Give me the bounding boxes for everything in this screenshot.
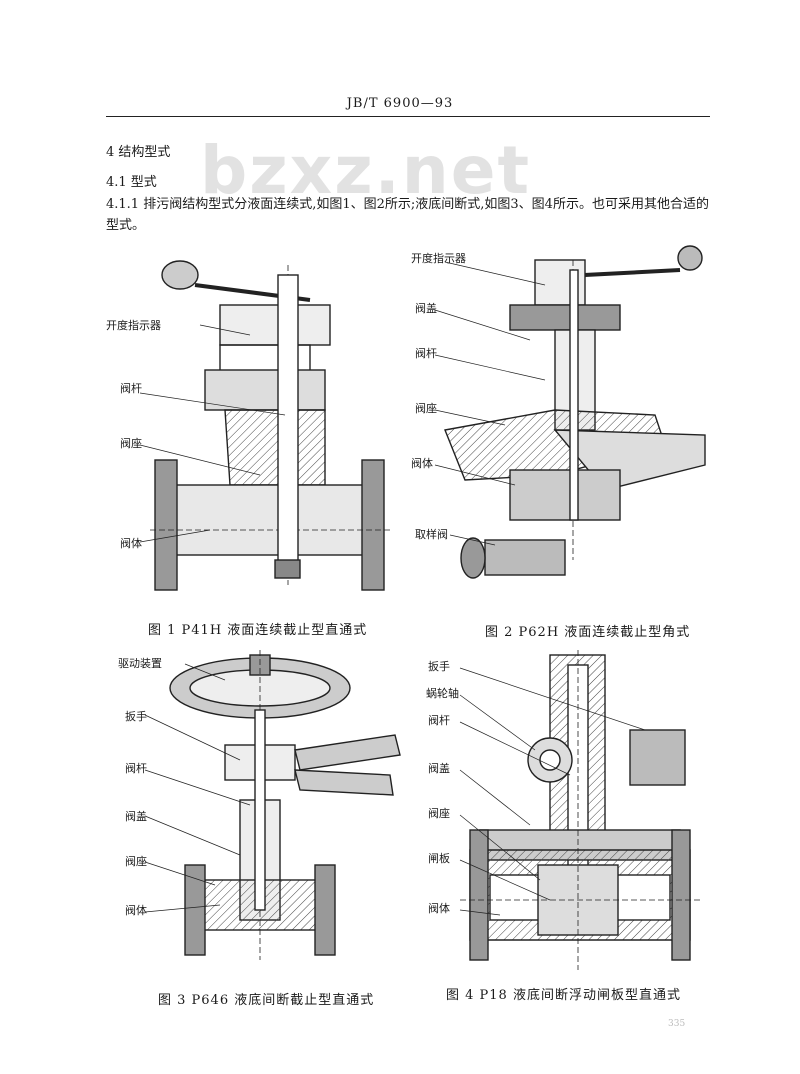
fig3-label-3: 阀杆 <box>125 762 147 775</box>
figure-1: 开度指示器 阀杆 阀座 阀体 <box>100 245 400 625</box>
fig4-label-6: 闸板 <box>428 852 450 865</box>
fig4-label-1: 扳手 <box>428 660 450 673</box>
figure-4-caption: 图 4 P18 液底间断浮动闸板型直通式 <box>446 988 681 1003</box>
figure-1-caption: 图 1 P41H 液面连续截止型直通式 <box>148 623 368 638</box>
fig3-label-4: 阀盖 <box>125 810 147 823</box>
fig4-label-5: 阀座 <box>428 807 450 820</box>
fig1-label-1: 开度指示器 <box>106 319 161 332</box>
fig1-label-3: 阀座 <box>120 437 142 450</box>
fig3-label-6: 阀体 <box>125 904 147 917</box>
fig2-label-4: 阀座 <box>415 402 437 415</box>
fig2-label-1: 开度指示器 <box>411 252 466 265</box>
watermark: bzxz.net <box>200 132 532 209</box>
figure-3: 驱动装置 扳手 阀杆 阀盖 阀座 阀体 <box>105 650 415 980</box>
fig4-label-3: 阀杆 <box>428 714 450 727</box>
fig1-label-4: 阀体 <box>120 537 142 550</box>
paragraph: 4.1.1 排污阀结构型式分液面连续式,如图1、图2所示;液底间断式,如图3、图… <box>106 197 709 233</box>
figure-3-caption: 图 3 P646 液底间断截止型直通式 <box>158 993 375 1008</box>
subsection-heading: 4.1 型式 <box>106 175 157 190</box>
fig2-label-6: 取样阀 <box>415 528 448 541</box>
section-heading: 4 结构型式 <box>106 145 171 160</box>
fig4-label-7: 阀体 <box>428 902 450 915</box>
fig3-label-1: 驱动装置 <box>118 657 162 670</box>
figure-4-drawing <box>459 650 700 970</box>
fig2-label-2: 阀盖 <box>415 302 437 315</box>
figure-4: 扳手 蜗轮轴 阀杆 阀盖 阀座 闸板 阀体 <box>420 650 720 980</box>
figure-1-drawing <box>139 260 390 591</box>
header-rule <box>106 116 710 117</box>
fig3-label-5: 阀座 <box>125 855 147 868</box>
figure-3-drawing <box>144 650 401 960</box>
fig1-label-2: 阀杆 <box>120 382 142 395</box>
page-number: 335 <box>668 1019 686 1029</box>
fig4-label-4: 阀盖 <box>428 762 450 775</box>
document-header: JB/T 6900—93 <box>346 96 454 111</box>
fig4-label-2: 蜗轮轴 <box>426 687 459 700</box>
figure-2-caption: 图 2 P62H 液面连续截止型角式 <box>485 625 691 640</box>
figure-2-drawing <box>434 245 706 579</box>
fig2-label-5: 阀体 <box>411 457 433 470</box>
figure-2: 开度指示器 阀盖 阀杆 阀座 阀体 取样阀 <box>405 240 725 620</box>
fig2-label-3: 阀杆 <box>415 347 437 360</box>
fig3-label-2: 扳手 <box>125 710 147 723</box>
